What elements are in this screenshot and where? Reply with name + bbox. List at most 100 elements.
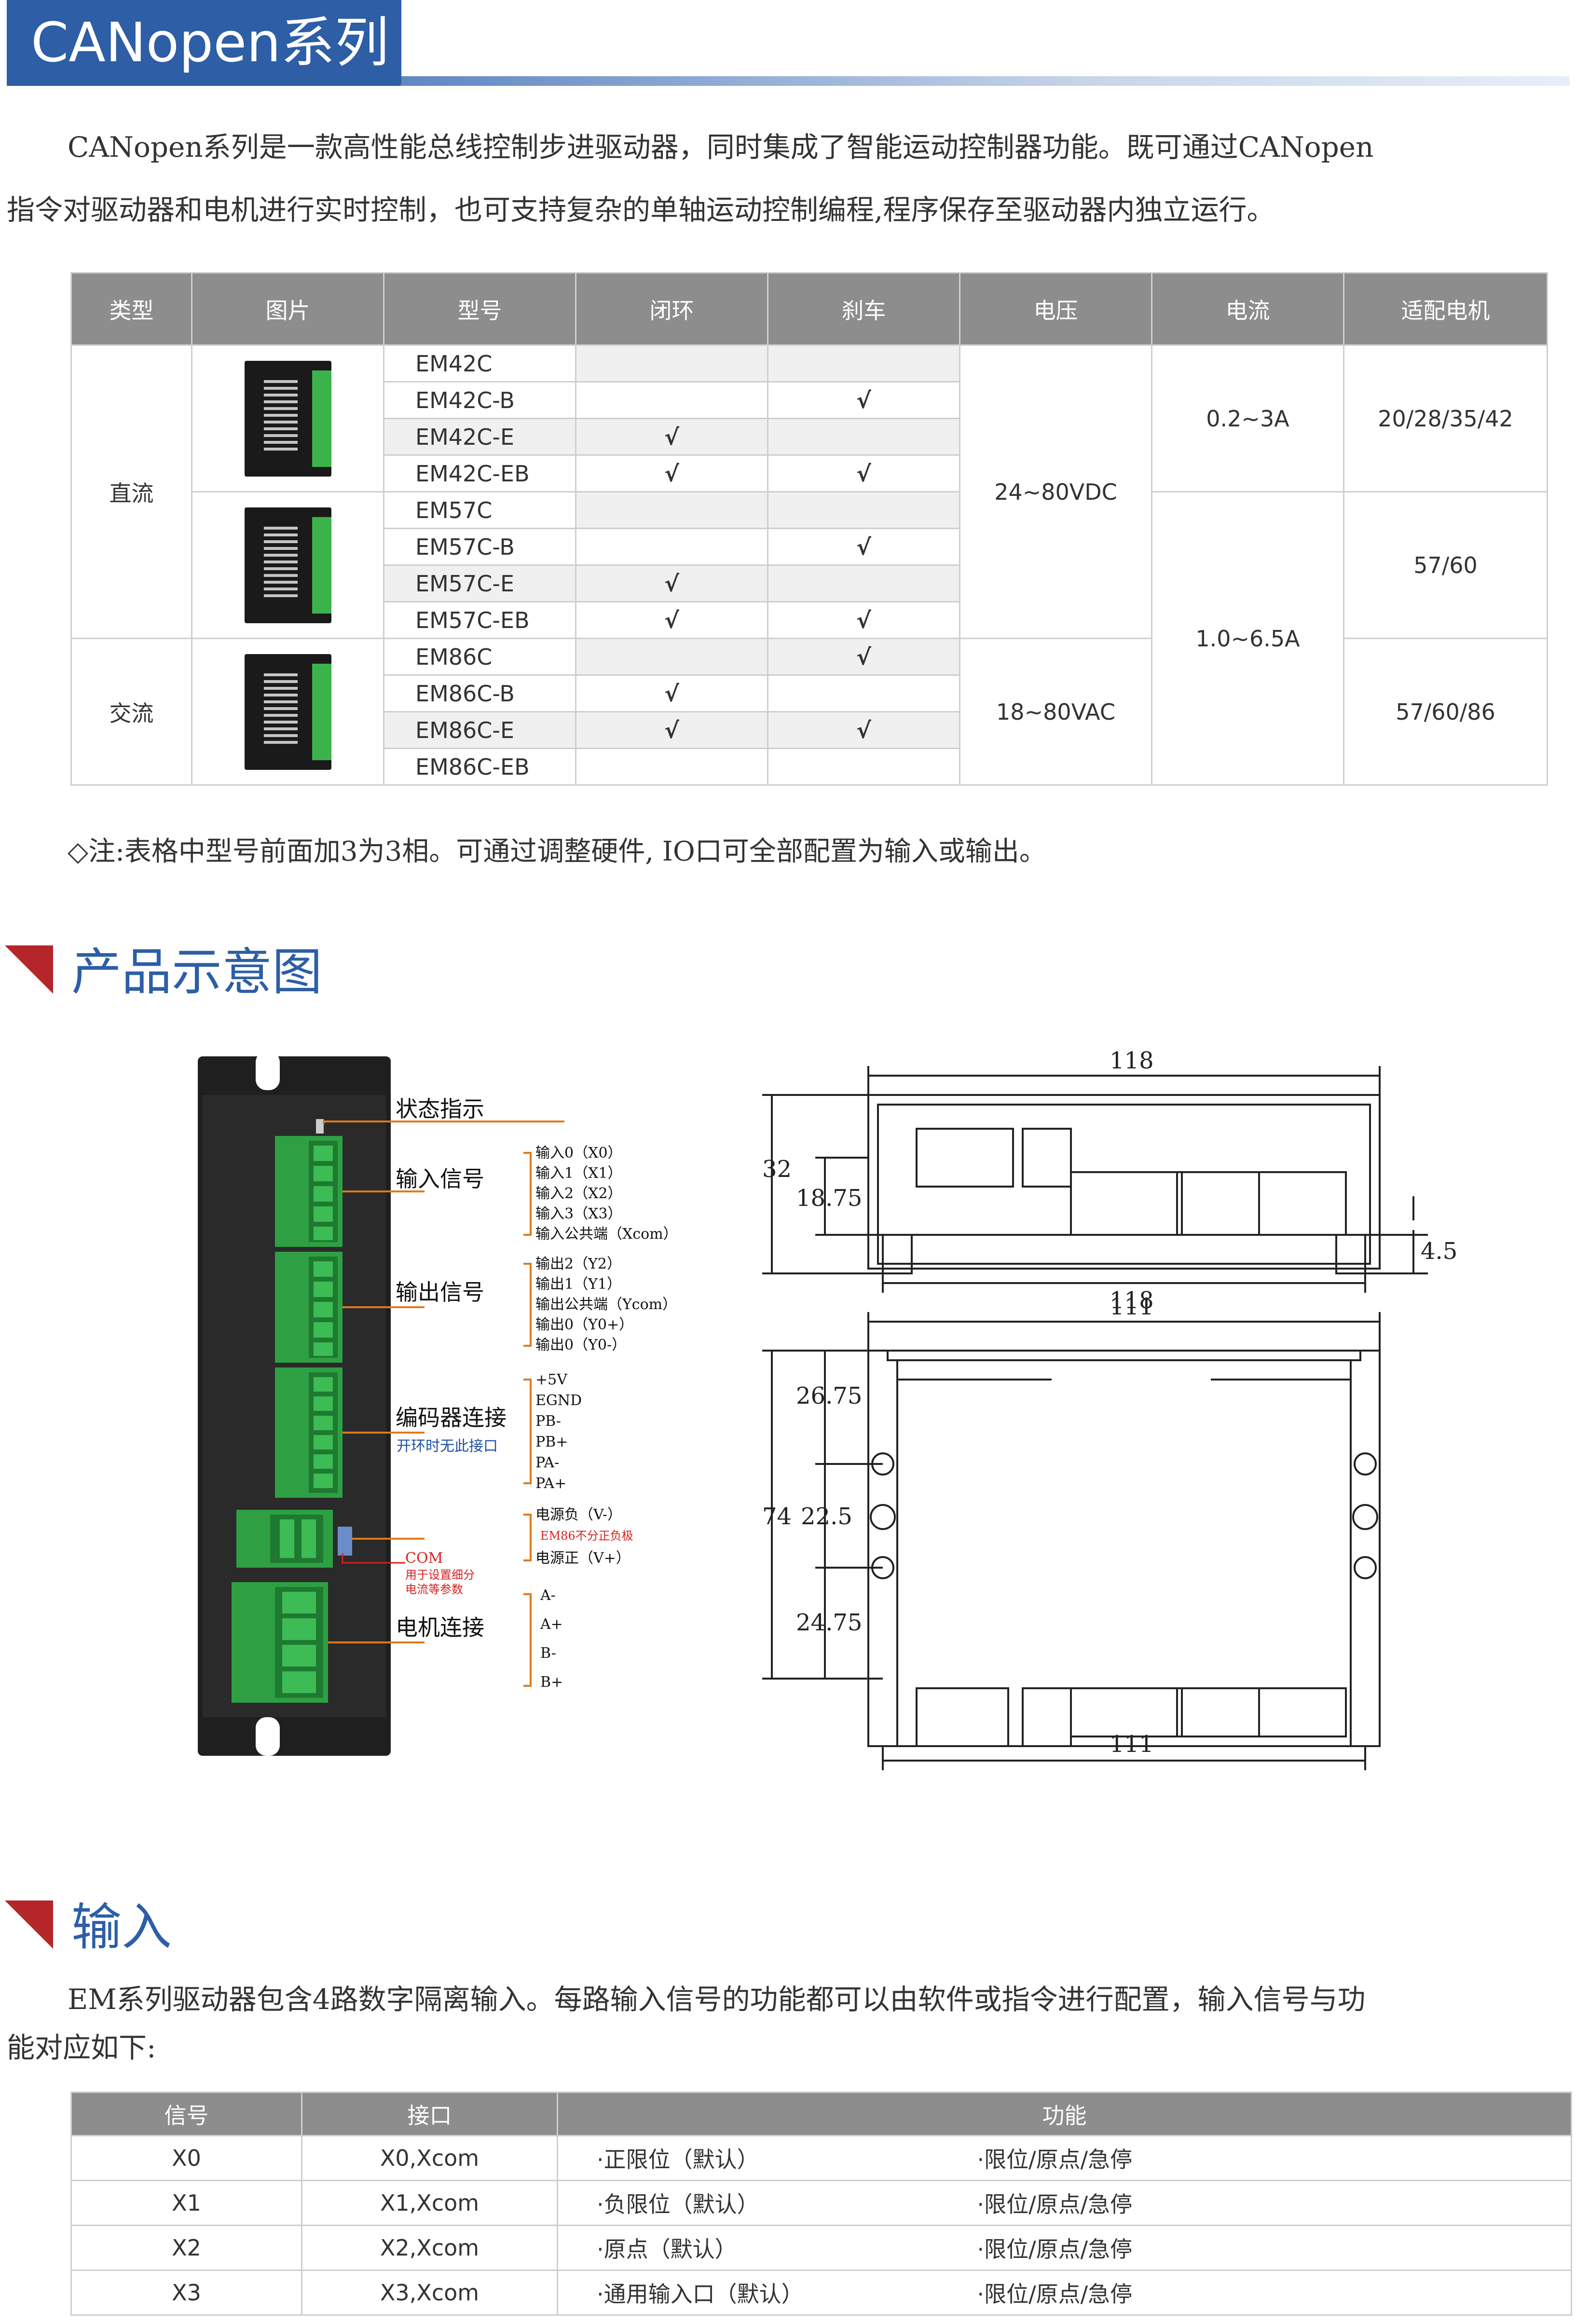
section-marker-icon xyxy=(5,1900,53,1949)
brake-cell xyxy=(767,674,960,712)
brake-cell xyxy=(767,564,960,602)
function-options: ·限位/原点/急停 xyxy=(938,2180,1572,2226)
section-input-title: 输入 xyxy=(71,1898,172,1956)
pin-input: 输入0（X0） xyxy=(535,1145,622,1162)
side-view-outline xyxy=(867,1094,1381,1270)
function-options: ·限位/原点/急停 xyxy=(938,2135,1572,2181)
closed-loop-cell: √ xyxy=(575,674,768,712)
pin-output: 输出0（Y0+） xyxy=(535,1316,633,1333)
pin-encoder: PB+ xyxy=(535,1434,568,1450)
motor-2: 57/60 xyxy=(1343,491,1548,639)
brake-cell: √ xyxy=(767,711,960,749)
pin-encoder: PA+ xyxy=(535,1475,566,1492)
function-options: ·限位/原点/急停 xyxy=(938,2269,1572,2316)
header-closed-loop: 闭环 xyxy=(575,272,768,346)
label-motor: 电机连接 xyxy=(396,1614,484,1640)
brake-cell xyxy=(767,344,960,383)
pin-power-pos: 电源正（V+） xyxy=(535,1550,630,1567)
label-com-note-2: 电流等参数 xyxy=(405,1583,463,1596)
dim-d1: 26.75 xyxy=(796,1382,862,1409)
closed-loop-cell xyxy=(575,344,768,383)
power-connector xyxy=(236,1510,352,1568)
brake-cell: √ xyxy=(767,454,960,492)
dim-h2: 18.75 xyxy=(796,1185,862,1212)
brake-cell xyxy=(767,491,960,529)
dim-height: 32 xyxy=(762,1156,792,1183)
table-row: EM42C xyxy=(383,344,576,383)
closed-loop-cell: √ xyxy=(575,418,768,456)
top-view-outline xyxy=(867,1350,1381,1747)
pin-encoder: +5V xyxy=(535,1371,568,1388)
table-row: EM86C-E xyxy=(383,711,576,749)
table-row: X1 xyxy=(70,2180,302,2226)
dim-total: 74 xyxy=(762,1503,792,1530)
current-2: 1.0~6.5A xyxy=(1151,491,1344,786)
brake-cell xyxy=(767,748,960,786)
product-diagram: 状态指示 输入信号 输出信号 编码器连接 开环时无此接口 COM 用于设置细分 … xyxy=(198,1052,678,1756)
dim-d2: 22.5 xyxy=(801,1503,852,1530)
header-brake: 刹车 xyxy=(767,272,960,346)
type-ac: 交流 xyxy=(70,638,192,786)
page-title: CANopen系列 xyxy=(7,0,401,86)
pin-encoder: EGND xyxy=(535,1392,582,1409)
table-row: EM57C xyxy=(383,491,576,529)
pin-input: 输入1（X1） xyxy=(535,1165,622,1182)
table-row: EM86C-EB xyxy=(383,748,576,786)
function-default: ·通用输入口（默认） xyxy=(557,2269,939,2316)
driver-image xyxy=(191,638,384,786)
closed-loop-cell: √ xyxy=(575,454,768,492)
port-cell: X2,Xcom xyxy=(301,2225,558,2271)
table-row: EM57C-B xyxy=(383,528,576,566)
header-current: 电流 xyxy=(1151,272,1344,346)
motor-1: 20/28/35/42 xyxy=(1343,344,1548,492)
input-line-2: 能对应如下: xyxy=(7,2031,156,2064)
dim-d3: 24.75 xyxy=(796,1609,862,1636)
label-com-note-1: 用于设置细分 xyxy=(405,1568,475,1582)
pin-output: 输出0（Y0-） xyxy=(535,1337,626,1353)
function-default: ·负限位（默认） xyxy=(557,2180,939,2226)
pin-output: 输出2（Y2） xyxy=(535,1256,621,1272)
intro-line-1: CANopen系列是一款高性能总线控制步进驱动器，同时集成了智能运动控制器功能。… xyxy=(68,131,1374,164)
closed-loop-cell: √ xyxy=(575,601,768,639)
brake-cell: √ xyxy=(767,381,960,419)
table-row: EM86C xyxy=(383,638,576,676)
voltage-ac: 18~80VAC xyxy=(959,638,1152,786)
encoder-connector xyxy=(275,1367,343,1498)
table-note: ◇注:表格中型号前面加3为3相。可通过调整硬件, IO口可全部配置为输入或输出。 xyxy=(68,836,1046,867)
header-type: 类型 xyxy=(70,272,192,346)
port-cell: X0,Xcom xyxy=(301,2135,558,2181)
label-encoder-note: 开环时无此接口 xyxy=(397,1438,498,1455)
table-row: EM42C-B xyxy=(383,381,576,419)
function-default: ·正限位（默认） xyxy=(557,2135,939,2181)
type-dc: 直流 xyxy=(70,344,192,639)
pin-input: 输入3（X3） xyxy=(535,1205,622,1222)
dim-base-width: 111 xyxy=(1110,1293,1154,1320)
motor-connector xyxy=(232,1582,328,1703)
header-image: 图片 xyxy=(191,272,384,346)
intro-line-2: 指令对驱动器和电机进行实时控制，也可支持复杂的单轴运动控制编程,程序保存至驱动器… xyxy=(7,193,1275,226)
driver-image-icon xyxy=(244,507,331,623)
dim-flange: 4.5 xyxy=(1421,1238,1457,1265)
input-line-1: EM系列驱动器包含4路数字隔离输入。每路输入信号的功能都可以由软件或指令进行配置… xyxy=(68,1983,1366,2016)
status-led-icon xyxy=(316,1119,324,1134)
motor-3: 57/60/86 xyxy=(1343,638,1548,786)
driver-image xyxy=(191,491,384,639)
pin-input: 输入公共端（Xcom） xyxy=(535,1226,678,1243)
pin-output: 输出1（Y1） xyxy=(535,1276,621,1293)
pin-power-note: EM86不分正负极 xyxy=(540,1529,633,1543)
label-input-signal: 输入信号 xyxy=(396,1166,484,1192)
port-cell: X1,Xcom xyxy=(301,2180,558,2226)
table-row: EM86C-B xyxy=(383,674,576,712)
pin-input: 输入2（X2） xyxy=(535,1185,622,1202)
closed-loop-cell xyxy=(575,381,768,419)
closed-loop-cell xyxy=(575,528,768,566)
current-1: 0.2~3A xyxy=(1151,344,1344,492)
voltage-dc: 24~80VDC xyxy=(959,344,1152,639)
driver-image-icon xyxy=(244,654,331,770)
dim-top-width-label-2: 118 xyxy=(1110,1287,1154,1314)
header-function: 功能 xyxy=(557,2092,1572,2136)
driver-image-icon xyxy=(244,360,331,477)
brake-cell: √ xyxy=(767,638,960,676)
pin-motor: A- xyxy=(540,1587,556,1604)
table-row: EM57C-EB xyxy=(383,601,576,639)
